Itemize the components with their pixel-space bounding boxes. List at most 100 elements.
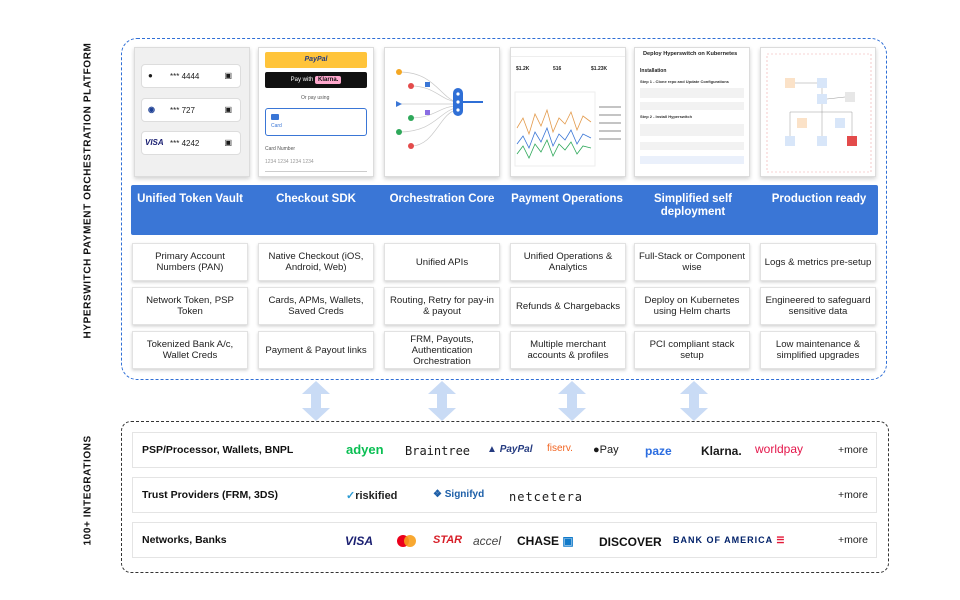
lock-icon: ▣	[224, 138, 232, 147]
mastercard-logo	[397, 535, 417, 547]
orchestration-preview-card	[384, 47, 500, 177]
deploy-doc-step: Step 2 - Install Hyperswitch	[640, 114, 693, 119]
paypal-button: PayPal	[265, 52, 367, 68]
star-logo: STAR	[433, 534, 463, 546]
bank-icon: ◉	[148, 105, 155, 114]
feature-cell: Tokenized Bank A/c, Wallet Creds	[132, 331, 248, 369]
production-preview-card	[760, 47, 876, 177]
operations-preview-card: $1.2K 516 $1.23K	[510, 47, 626, 177]
paypal-logo-text: PayPal	[499, 444, 533, 455]
fiserv-logo: fiserv.	[547, 443, 573, 454]
feature-cell: Logs & metrics pre-setup	[760, 243, 876, 281]
double-arrow-icon	[302, 381, 330, 421]
feature-cell: Primary Account Numbers (PAN)	[132, 243, 248, 281]
integration-row-networks: Networks, Banks VISA STAR accel CHASE ▣ …	[132, 522, 877, 558]
paypal-logo: ▲ PayPal	[487, 444, 533, 455]
netcetera-logo: netcetera	[509, 490, 584, 504]
feature-title: Checkout SDK	[276, 193, 356, 205]
apple-pay-logo: ●Pay	[593, 444, 619, 456]
klarna-logo: Klarna.	[701, 444, 742, 458]
bank-of-america-logo: BANK OF AMERICA ☰	[673, 535, 786, 545]
integrations-container	[121, 421, 889, 573]
feature-title: Unified Token Vault	[137, 193, 243, 205]
deploy-code-block	[640, 124, 744, 136]
signifyd-logo: ❖ Signifyd	[433, 489, 485, 500]
deploy-doc-step: Step 1 - Clone repo and Update Configura…	[640, 79, 729, 84]
ops-stat: 516	[553, 66, 562, 72]
feature-cell: Native Checkout (iOS, Android, Web)	[258, 243, 374, 281]
more-integrations-link[interactable]: +more	[837, 444, 868, 456]
riskified-logo: ✓riskified	[346, 490, 398, 502]
signifyd-logo-text: Signifyd	[444, 489, 485, 500]
more-integrations-link[interactable]: +more	[837, 489, 868, 501]
analytics-chart-icon	[514, 91, 621, 167]
more-integrations-link[interactable]: +more	[837, 534, 868, 546]
deploy-code-block	[640, 88, 744, 98]
integrations-side-label: 100+ INTEGRATIONS	[82, 435, 94, 546]
visa-icon: VISA	[145, 138, 164, 147]
feature-cell: Low maintenance & simplified upgrades	[760, 331, 876, 369]
deployment-preview-card: Deploy Hyperswitch on Kubernetes Install…	[634, 47, 750, 177]
feature-cell: Payment & Payout links	[258, 331, 374, 369]
lock-icon: ▣	[224, 71, 232, 80]
vault-card-number: *** 4444	[170, 72, 200, 81]
integration-row-label: Networks, Banks	[142, 534, 227, 546]
feature-cell: Unified Operations & Analytics	[510, 243, 626, 281]
discover-logo: DISCOVER	[599, 535, 662, 549]
klarna-button: Pay with Klarna.	[265, 72, 367, 88]
feature-cell: Deploy on Kubernetes using Helm charts	[634, 287, 750, 325]
feature-cell: Network Token, PSP Token	[132, 287, 248, 325]
ops-topbar	[511, 48, 625, 57]
routing-graph-icon	[396, 69, 483, 149]
accel-logo: accel	[473, 534, 502, 548]
deploy-doc-section: Installation	[640, 68, 667, 74]
vault-card-row: ● *** 4444 ▣	[141, 64, 241, 88]
feature-cell: Routing, Retry for pay-in & payout	[384, 287, 500, 325]
platform-side-label: HYPERSWITCH PAYMENT ORCHESTRATION PLATFO…	[82, 42, 94, 339]
deploy-doc-title: Deploy Hyperswitch on Kubernetes	[643, 51, 738, 57]
card-number-label: Card Number	[265, 146, 296, 152]
feature-cell: Multiple merchant accounts & profiles	[510, 331, 626, 369]
bank-of-america-logo-text: BANK OF AMERICA	[673, 535, 773, 545]
vault-card-number: *** 4242	[170, 139, 200, 148]
card-option-label: Card	[271, 123, 282, 129]
integration-row-label: Trust Providers (FRM, 3DS)	[142, 489, 278, 501]
feature-title: Orchestration Core	[389, 193, 495, 205]
feature-cell: FRM, Payouts, Authentication Orchestrati…	[384, 331, 500, 369]
feature-cell: Full-Stack or Component wise	[634, 243, 750, 281]
feature-title: Payment Operations	[511, 193, 623, 205]
lock-icon: ▣	[224, 105, 232, 114]
integration-row-trust: Trust Providers (FRM, 3DS) ✓riskified ❖ …	[132, 477, 877, 513]
braintree-logo: Braintree	[405, 444, 471, 458]
feature-title-bar	[131, 185, 878, 235]
pay-with-label: Pay with	[290, 77, 314, 83]
riskified-logo-text: riskified	[355, 490, 398, 502]
feature-title: Production ready	[771, 193, 867, 205]
feature-title: Simplified self deployment	[654, 193, 732, 218]
feature-cell: Refunds & Chargebacks	[510, 287, 626, 325]
feature-cell: Cards, APMs, Wallets, Saved Creds	[258, 287, 374, 325]
double-arrow-icon	[680, 381, 708, 421]
double-arrow-icon	[428, 381, 456, 421]
card-icon	[271, 114, 279, 120]
card-option-box: Card	[265, 108, 367, 136]
card-number-placeholder: 1234 1234 1234 1234	[265, 159, 314, 165]
integration-row-label: PSP/Processor, Wallets, BNPL	[142, 444, 294, 456]
ops-stat: $1.2K	[516, 66, 530, 72]
chase-logo: CHASE ▣	[517, 534, 574, 548]
deploy-code-block	[640, 156, 744, 164]
vault-preview-card: ● *** 4444 ▣ ◉ *** 727 ▣ VISA *** 4242 ▣	[134, 47, 250, 177]
checkout-preview-card: PayPal Pay with Klarna. Or pay using Car…	[258, 47, 374, 177]
vault-card-row: VISA *** 4242 ▣	[141, 131, 241, 155]
apple-pay-logo-text: Pay	[599, 444, 619, 456]
visa-logo: VISA	[345, 534, 374, 548]
worldpay-logo: worldpay	[755, 442, 804, 456]
paze-logo: paze	[645, 444, 672, 458]
deploy-code-block	[640, 102, 744, 110]
card-number-field: 1234 1234 1234 1234	[265, 155, 367, 172]
integration-row-psp: PSP/Processor, Wallets, BNPL adyen Brain…	[132, 432, 877, 468]
chase-logo-text: CHASE	[517, 534, 560, 548]
feature-cell: PCI compliant stack setup	[634, 331, 750, 369]
apple-icon: ●	[148, 71, 153, 80]
vault-card-row: ◉ *** 727 ▣	[141, 98, 241, 122]
